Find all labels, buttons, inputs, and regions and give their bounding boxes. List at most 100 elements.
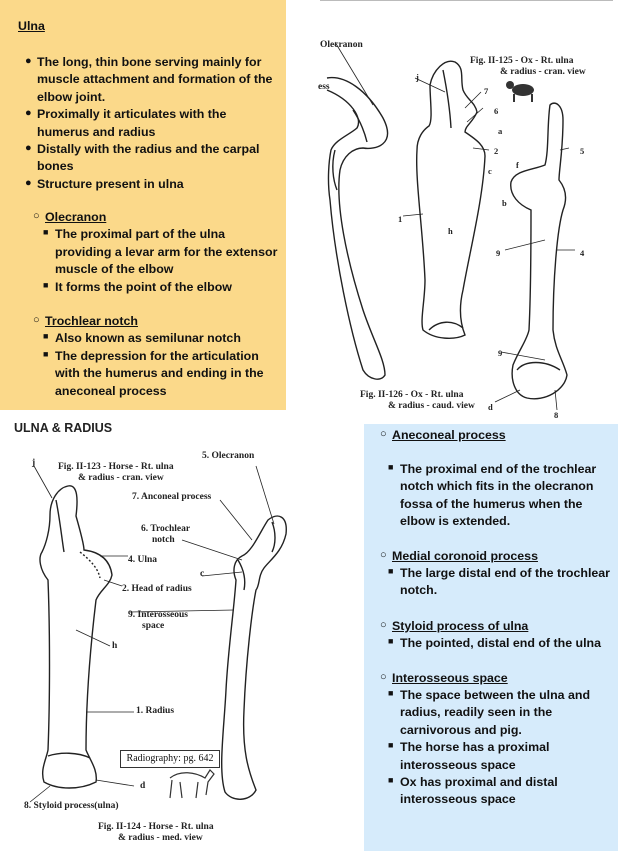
ulna-notes-panel xyxy=(0,0,286,410)
bullet-dot: ● xyxy=(25,176,32,189)
ox-caption-126-line2: & radius - caud. view xyxy=(388,401,475,411)
item-line: The horse has a proximal xyxy=(400,740,550,755)
square-bullet: ■ xyxy=(388,462,394,472)
ox-letter: 5 xyxy=(580,146,585,156)
horse-ulna-radius-figure xyxy=(29,465,287,803)
item-line-olecranon: It forms the point of the elbow xyxy=(55,279,232,294)
ox-letter: j xyxy=(416,72,419,82)
square-bullet: ■ xyxy=(43,227,49,238)
ulna-bullet-line: Distally with the radius and the carpal xyxy=(37,142,260,156)
item-line-trochlear: aneconeal process xyxy=(55,383,167,398)
horse-trochlear-label-1: 6. Trochlear xyxy=(141,524,191,534)
item-line-trochlear: Also known as semilunar notch xyxy=(55,331,241,346)
item-line: Ox has proximal and distal xyxy=(400,775,558,789)
section-heading-trochlear: Trochlear notch xyxy=(45,314,138,328)
section-heading: Interosseous space xyxy=(392,671,508,685)
horse-c-label: c xyxy=(200,569,205,579)
ox-letter: 1 xyxy=(398,214,403,224)
section-heading-olecranon: Olecranon xyxy=(45,210,107,224)
horse-caption-123-line1: Fig. II-123 - Horse - Rt. ulna xyxy=(58,462,174,472)
ox-letter: 4 xyxy=(580,248,585,258)
item-line-trochlear: The depression for the articulation xyxy=(55,348,259,363)
horse-j-label: j xyxy=(32,458,36,468)
item-line: The pointed, distal end of the ulna xyxy=(400,636,602,650)
ox-letter: 9 xyxy=(496,248,501,258)
ox-olecranon-label: Olecranon xyxy=(320,40,363,50)
square-bullet: ■ xyxy=(388,740,394,751)
item-line: notch which fits in the olecranon xyxy=(400,479,594,494)
ox-letter: b xyxy=(502,198,507,208)
item-line: The proximal end of the trochlear xyxy=(400,462,597,476)
square-bullet: ■ xyxy=(388,775,394,785)
horse-trochlear-label-2: notch xyxy=(152,535,175,545)
horse-interosseous-label-2: space xyxy=(142,621,165,631)
sub-bullet-circle: ○ xyxy=(33,314,40,326)
sub-bullet-circle: ○ xyxy=(380,549,387,561)
item-line-trochlear: with the humerus and ending in the xyxy=(55,366,264,381)
horse-styloid-label: 8. Styloid process(ulna) xyxy=(24,801,119,811)
horse-ulna-label: 4. Ulna xyxy=(128,555,158,565)
item-line: notch. xyxy=(400,583,438,598)
ulna-bullet-line: humerus and radius xyxy=(37,124,156,139)
square-bullet: ■ xyxy=(388,688,394,698)
ox-letter: c xyxy=(488,166,492,176)
item-line-olecranon: The proximal part of the ulna xyxy=(55,227,226,242)
ulna-title: Ulna xyxy=(18,19,45,33)
ox-letter: 7 xyxy=(484,86,489,96)
sub-bullet-circle: ○ xyxy=(33,210,40,222)
ulna-bullet-line: Proximally it articulates with the xyxy=(37,107,227,122)
item-line: radius, readily seen in the xyxy=(400,705,553,720)
square-bullet: ■ xyxy=(388,636,394,646)
ox-caption-126-line1: Fig. II-126 - Ox - Rt. ulna xyxy=(360,390,464,400)
ox-letter: 9 xyxy=(498,348,503,358)
item-line: The large distal end of the trochlear xyxy=(400,566,610,580)
square-bullet: ■ xyxy=(388,566,394,576)
processes-notes-panel xyxy=(364,424,618,851)
square-bullet: ■ xyxy=(43,331,49,342)
ox-ulna-radius-figure xyxy=(326,41,575,411)
item-line: The space between the ulna and xyxy=(400,688,591,702)
horse-figure-title: ULNA & RADIUS xyxy=(14,421,113,435)
ox-letter: 2 xyxy=(494,146,499,156)
horse-caption-124-line1: Fig. II-124 - Horse - Rt. ulna xyxy=(98,822,214,832)
section-heading: Styloid process of ulna xyxy=(392,619,529,633)
item-line: interosseous space xyxy=(400,792,516,807)
sub-bullet-circle: ○ xyxy=(380,428,387,440)
ulna-bullet-line: bones xyxy=(37,159,74,174)
horse-head-of-radius-label: 2. Head of radius xyxy=(122,584,192,594)
square-bullet: ■ xyxy=(43,279,49,290)
horse-anconeal-label: 7. Anconeal process xyxy=(132,492,212,502)
bullet-dot: ● xyxy=(25,55,32,67)
ox-letter: 6 xyxy=(494,106,499,116)
horse-d-label: d xyxy=(140,781,146,791)
ox-caption-125-line2: & radius - cran. view xyxy=(500,67,586,77)
sub-bullet-circle: ○ xyxy=(380,619,387,631)
bullet-dot: ● xyxy=(25,142,32,154)
top-divider xyxy=(320,0,613,1)
ulna-bullet-line: Structure present in ulna xyxy=(37,176,184,191)
horse-caption-123-line2: & radius - cran. view xyxy=(78,473,164,483)
ox-letter: f xyxy=(516,160,519,170)
ulna-bullet-line: elbow joint. xyxy=(37,89,106,104)
ox-ess-label: ess xyxy=(318,82,330,92)
section-heading: Medial coronoid process xyxy=(392,549,538,563)
item-line: carnivorous and pig. xyxy=(400,722,522,737)
horse-interosseous-label-1: 9. Interosseous xyxy=(128,610,188,620)
ox-letter: d xyxy=(488,402,493,412)
horse-olecranon-label: 5. Olecranon xyxy=(202,451,255,461)
section-heading: Aneconeal process xyxy=(392,428,506,442)
item-line-olecranon: muscle of the elbow xyxy=(55,262,174,277)
ox-letter: 8 xyxy=(554,410,559,420)
ox-letter: h xyxy=(448,226,453,236)
bullet-dot: ● xyxy=(25,107,32,120)
ox-caption-125-line1: Fig. II-125 - Ox - Rt. ulna xyxy=(470,56,574,66)
horse-h-label: h xyxy=(112,641,118,651)
ulna-bullet-line: muscle attachment and formation of the xyxy=(37,72,273,87)
ox-letter: a xyxy=(498,126,503,136)
horse-radius-label: 1. Radius xyxy=(136,706,175,716)
item-line-olecranon: providing a levar arm for the extensor xyxy=(55,244,278,259)
ulna-bullet-line: The long, thin bone serving mainly for xyxy=(37,55,262,69)
item-line: elbow is extended. xyxy=(400,514,511,529)
item-line: fossa of the humerus when the xyxy=(400,496,583,511)
sub-bullet-circle: ○ xyxy=(380,671,387,683)
